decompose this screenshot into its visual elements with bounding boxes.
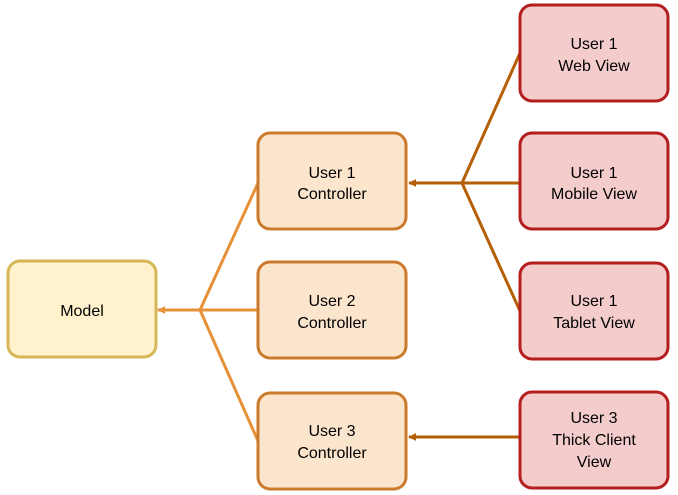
user3-thick-client-view-label-line3: View	[577, 454, 612, 471]
user1-mobile-view-box	[520, 133, 668, 229]
edge-web-view-fan	[460, 52, 522, 184]
user1-controller-label-line1: User 1	[308, 165, 355, 182]
user3-controller-node[interactable]: User 3 Controller	[256, 391, 408, 491]
user1-mobile-view-node[interactable]: User 1 Mobile View	[518, 131, 670, 231]
edge-user1-controller-fan	[198, 182, 260, 311]
user3-thick-client-view-node[interactable]: User 3 Thick Client View	[518, 390, 670, 490]
user1-web-view-box	[520, 5, 668, 101]
user1-controller-box	[258, 133, 406, 229]
user1-web-view-node[interactable]: User 1 Web View	[518, 3, 670, 103]
user1-tablet-view-label-line1: User 1	[570, 293, 617, 310]
user3-thick-client-view-border	[518, 390, 670, 490]
user1-views-to-controller-edges	[408, 52, 522, 312]
edge-user3-controller-fan	[198, 309, 260, 442]
user1-controller-node[interactable]: User 1 Controller	[256, 131, 408, 231]
user3-thick-client-view-label-line2: Thick Client	[552, 432, 636, 449]
user1-tablet-view-label-line2: Tablet View	[553, 315, 635, 332]
user2-controller-box	[258, 262, 406, 358]
user3-controller-label-line1: User 3	[308, 423, 355, 440]
user1-tablet-view-node[interactable]: User 1 Tablet View	[518, 261, 670, 361]
user1-mobile-view-label-line2: Mobile View	[551, 186, 637, 203]
user2-controller-label-line1: User 2	[308, 293, 355, 310]
user3-thick-client-view-label-line1: User 3	[570, 410, 617, 427]
user1-tablet-view-border	[518, 261, 670, 361]
user1-mobile-view-label-line1: User 1	[570, 165, 617, 182]
model-box	[8, 261, 156, 357]
user3-thick-client-view-box	[520, 392, 668, 488]
model-label: Model	[60, 303, 104, 320]
user1-web-view-label-line1: User 1	[570, 36, 617, 53]
model-box-border	[6, 259, 158, 359]
user3-controller-label-line2: Controller	[297, 445, 367, 462]
user1-controller-label-line2: Controller	[297, 186, 367, 203]
edge-tablet-view-fan	[460, 182, 522, 312]
user3-controller-border	[256, 391, 408, 491]
user2-controller-label-line2: Controller	[297, 315, 367, 332]
user1-web-view-label-line2: Web View	[558, 58, 630, 75]
user1-web-view-border	[518, 3, 670, 103]
user2-controller-node[interactable]: User 2 Controller	[256, 260, 408, 360]
user1-tablet-view-box	[520, 263, 668, 359]
user1-controller-border	[256, 131, 408, 231]
user2-controller-border	[256, 260, 408, 360]
user3-controller-box	[258, 393, 406, 489]
model-node[interactable]: Model	[6, 259, 158, 359]
controller-to-model-edges	[157, 182, 260, 442]
user1-mobile-view-border	[518, 131, 670, 231]
